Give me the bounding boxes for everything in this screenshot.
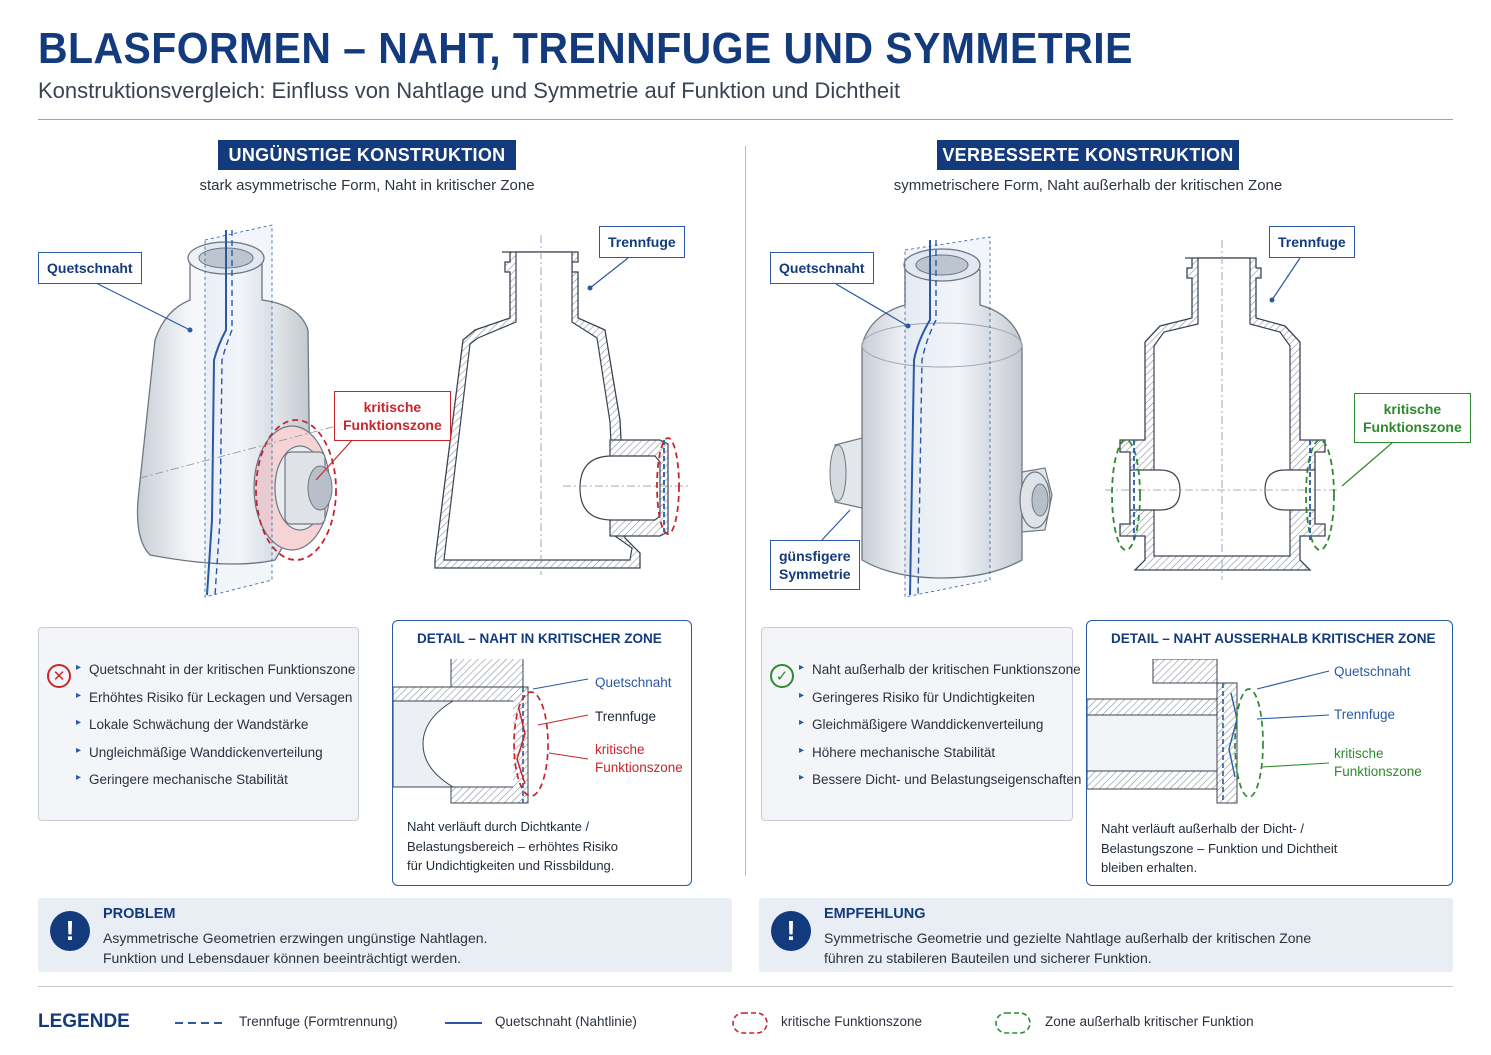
legend-symbols — [175, 1012, 1031, 1034]
left-detail-label-critical-2: Funktionszone — [595, 760, 683, 775]
left-callout-trennfuge: Trennfuge — [599, 226, 685, 258]
problem-text-line: Asymmetrische Geometrien erzwingen ungün… — [103, 930, 488, 946]
right-callout-critical-line1: kritische — [1383, 401, 1442, 417]
legend-red-zone-symbol — [732, 1012, 768, 1034]
right-detail-label-critical-2: Funktionszone — [1334, 764, 1422, 779]
right-detail-text-line: bleiben erhalten. — [1101, 860, 1198, 875]
left-detail-label-quetschnaht: Quetschnaht — [595, 675, 672, 690]
left-detail-drawing — [393, 659, 589, 804]
left-panel-subheading: stark asymmetrische Form, Naht in kritis… — [199, 177, 535, 194]
right-detail-label-quetschnaht: Quetschnaht — [1334, 664, 1411, 679]
right-detail-title: DETAIL – NAHT AUSSERHALB KRITISCHER ZONE — [1111, 631, 1436, 646]
problem-box: ! PROBLEM Asymmetrische Geometrien erzwi… — [38, 898, 732, 972]
left-detail-box: DETAIL – NAHT IN KRITISCHER ZONE Quetsch… — [392, 620, 692, 886]
list-item: Gleichmäßigere Wanddickenverteilung — [799, 717, 1081, 745]
legend-item-noncritical-zone: Zone außerhalb kritischer Funktion — [1045, 1014, 1254, 1029]
list-item: Geringeres Risiko für Undichtigkeiten — [799, 690, 1081, 718]
left-callout-critical-zone: kritische Funktionszone — [334, 391, 451, 441]
check-circle-icon: ✓ — [770, 664, 794, 688]
list-item: Geringere mechanische Stabilität — [76, 772, 355, 800]
list-item: Erhöhtes Risiko für Leckagen und Versage… — [76, 690, 355, 718]
left-callout-critical-line2: Funktionszone — [343, 417, 442, 433]
panel-divider — [745, 146, 746, 876]
right-detail-text-line: Naht verläuft außerhalb der Dicht- / — [1101, 821, 1305, 836]
left-detail-label-critical-1: kritische — [595, 742, 645, 757]
legend-item-critical-zone: kritische Funktionszone — [781, 1014, 923, 1029]
header-divider — [38, 119, 1453, 120]
right-detail-label-critical-1: kritische — [1334, 746, 1384, 761]
legend-divider — [38, 986, 1453, 987]
exclamation-icon: ! — [50, 911, 90, 951]
recommendation-text: Symmetrische Geometrie und gezielte Naht… — [824, 928, 1311, 968]
problem-title: PROBLEM — [103, 906, 176, 922]
legend-item-trennfuge: Trennfuge (Formtrennung) — [239, 1014, 398, 1029]
right-detail-description: Naht verläuft außerhalb der Dicht- / Bel… — [1101, 819, 1337, 878]
right-panel-heading: VERBESSERTE KONSTRUKTION — [937, 140, 1239, 170]
right-callout-symmetry-line1: günsfigere — [779, 548, 851, 564]
left-cross-section — [434, 235, 690, 575]
left-panel-heading: UNGÜNSTIGE KONSTRUKTION — [218, 140, 516, 170]
right-detail-box: DETAIL – NAHT AUSSERHALB KRITISCHER ZONE… — [1086, 620, 1453, 886]
legend-title: LEGENDE — [38, 1011, 130, 1032]
left-detail-description: Naht verläuft durch Dichtkante / Belastu… — [407, 817, 618, 876]
list-item: Höhere mechanische Stabilität — [799, 745, 1081, 773]
list-item: Quetschnaht in der kritischen Funktionsz… — [76, 662, 355, 690]
left-detail-label-trennfuge: Trennfuge — [595, 709, 657, 724]
page-title: BLASFORMEN – NAHT, TRENNFUGE UND SYMMETR… — [38, 24, 1133, 73]
recommendation-title: EMPFEHLUNG — [824, 906, 926, 922]
left-detail-text-line: Belastungsbereich – erhöhtes Risiko — [407, 838, 619, 854]
legend-green-zone-symbol — [995, 1012, 1031, 1034]
left-3d-bottle — [97, 224, 356, 598]
left-detail-text-line: Naht verläuft durch Dichtkante / — [407, 819, 590, 834]
left-detail-text-line: für Undichtigkeiten und Rissbildung. — [407, 858, 615, 873]
left-detail-title: DETAIL – NAHT IN KRITISCHER ZONE — [417, 631, 662, 646]
legend-item-quetschnaht: Quetschnaht (Nahtlinie) — [495, 1014, 637, 1029]
recommendation-box: ! EMPFEHLUNG Symmetrische Geometrie und … — [759, 898, 1453, 972]
right-callout-critical-zone: kritische Funktionszone — [1354, 393, 1471, 443]
problem-text-line: Funktion und Lebensdauer können beeinträ… — [103, 950, 462, 966]
right-callout-symmetry-line2: Symmetrie — [779, 566, 851, 582]
list-item: Bessere Dicht- und Belastungseigenschaft… — [799, 772, 1081, 800]
right-detail-drawing — [1087, 659, 1330, 804]
left-drawbacks-list: ✕ Quetschnaht in der kritischen Funktion… — [38, 627, 359, 821]
problem-text: Asymmetrische Geometrien erzwingen ungün… — [103, 928, 487, 968]
right-panel-subheading: symmetrischere Form, Naht außerhalb der … — [893, 177, 1283, 194]
list-item: Lokale Schwächung der Wandstärke — [76, 717, 355, 745]
right-detail-label-trennfuge: Trennfuge — [1334, 707, 1396, 722]
right-callout-quetschnaht: Quetschnaht — [770, 252, 874, 284]
page-subtitle: Konstruktionsvergleich: Einfluss von Nah… — [38, 78, 901, 103]
right-3d-bottle — [821, 236, 1053, 598]
x-circle-icon: ✕ — [47, 664, 71, 688]
recommendation-text-line: führen zu stabileren Bauteilen und siche… — [824, 950, 1152, 966]
right-callout-trennfuge: Trennfuge — [1269, 226, 1355, 258]
exclamation-icon: ! — [771, 911, 811, 951]
left-callout-quetschnaht: Quetschnaht — [38, 252, 142, 284]
right-benefits-list: ✓ Naht außerhalb der kritischen Funktion… — [761, 627, 1081, 821]
recommendation-text-line: Symmetrische Geometrie und gezielte Naht… — [824, 930, 1312, 946]
right-callout-symmetry: günsfigere Symmetrie — [770, 540, 860, 590]
list-item: Naht außerhalb der kritischen Funktionsz… — [799, 662, 1081, 690]
right-cross-section — [1105, 240, 1393, 580]
right-detail-text-line: Belastungszone – Funktion und Dichtheit — [1101, 840, 1338, 856]
left-callout-critical-line1: kritische — [363, 399, 422, 415]
list-item: Ungleichmäßige Wanddickenverteilung — [76, 745, 355, 773]
right-callout-critical-line2: Funktionszone — [1363, 419, 1462, 435]
